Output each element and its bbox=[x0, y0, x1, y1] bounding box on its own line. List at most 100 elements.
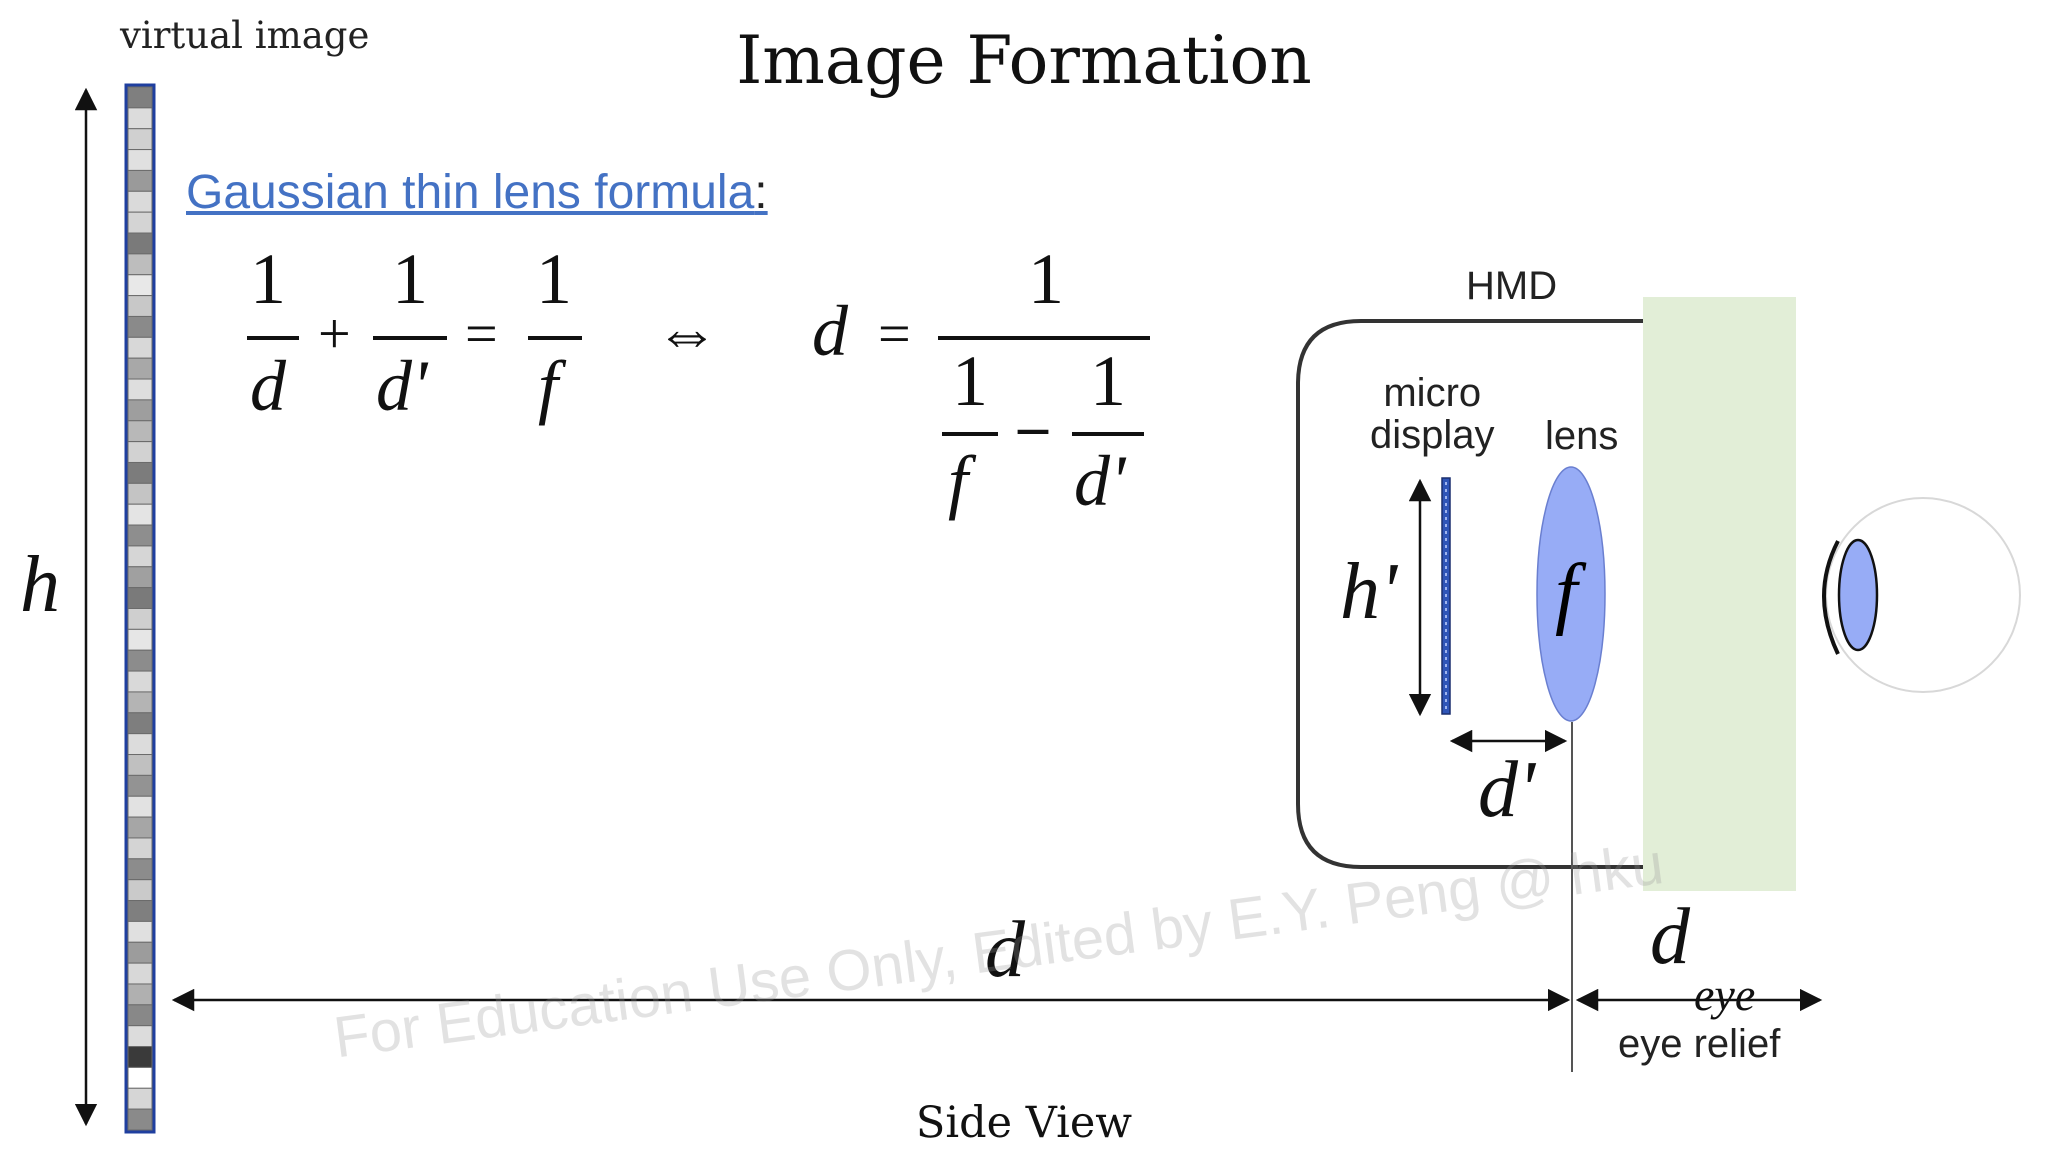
formula-num-1f: 1 bbox=[1090, 341, 1126, 421]
formula-num-1d: 1 bbox=[1028, 239, 1064, 319]
formula-equals-2: = bbox=[878, 301, 911, 366]
virtual-image-pixel bbox=[127, 86, 153, 109]
virtual-image-pixel bbox=[127, 357, 153, 380]
virtual-image-pixel bbox=[127, 169, 153, 192]
virtual-image-pixel bbox=[127, 545, 153, 568]
virtual-image-pixel bbox=[127, 941, 153, 964]
virtual-image-pixel bbox=[127, 149, 153, 171]
virtual-image-pixel bbox=[127, 649, 153, 672]
virtual-image-pixel bbox=[127, 295, 153, 317]
formula-den-d: d bbox=[250, 346, 286, 426]
formula-den-f-2: f bbox=[948, 441, 969, 521]
hmd-housing bbox=[1296, 319, 1643, 869]
formula-plus: + bbox=[318, 301, 351, 366]
virtual-image-pixel-column bbox=[124, 83, 156, 1134]
virtual-image-pixel bbox=[127, 566, 153, 589]
variable-d-eye-subscript: eye bbox=[1694, 969, 1756, 1020]
virtual-image-pixel bbox=[127, 128, 153, 151]
virtual-image-pixel bbox=[127, 441, 153, 463]
fraction-bar bbox=[942, 432, 998, 436]
virtual-image-pixel bbox=[127, 190, 153, 213]
formula-num-1e: 1 bbox=[952, 341, 988, 421]
virtual-image-pixel bbox=[127, 712, 153, 735]
variable-d-prime: d' bbox=[1478, 746, 1536, 834]
variable-d-eye-base: d bbox=[1650, 893, 1690, 981]
micro-display-label-line2: display bbox=[1370, 413, 1495, 457]
virtual-image-pixel bbox=[127, 795, 153, 818]
virtual-image-pixel bbox=[127, 983, 153, 1006]
formula-equals: = bbox=[465, 301, 498, 366]
virtual-image-pixel bbox=[127, 399, 153, 422]
virtual-image-pixel bbox=[127, 107, 153, 130]
variable-h: h bbox=[20, 541, 60, 629]
virtual-image-pixel bbox=[127, 837, 153, 860]
cornea bbox=[1822, 540, 1840, 655]
formula-heading-link[interactable]: Gaussian thin lens formula bbox=[186, 166, 755, 219]
formula-d: d bbox=[812, 291, 848, 371]
virtual-image-pixel bbox=[127, 1025, 153, 1048]
virtual-image-pixel bbox=[127, 962, 153, 985]
virtual-image-pixel bbox=[127, 628, 153, 651]
virtual-image-pixel bbox=[127, 461, 153, 484]
pixel-column-frame bbox=[124, 83, 156, 1134]
virtual-image-pixel bbox=[127, 1046, 153, 1068]
fraction-bar bbox=[373, 336, 447, 340]
formula-num-1b: 1 bbox=[392, 239, 428, 319]
formula-heading-colon: : bbox=[754, 166, 768, 219]
formula-num-1a: 1 bbox=[250, 239, 286, 319]
side-view-caption: Side View bbox=[915, 1098, 1133, 1148]
virtual-image-label: virtual image bbox=[120, 14, 370, 57]
virtual-image-pixel bbox=[127, 315, 153, 338]
variable-d-eye: deye bbox=[1650, 892, 1755, 1020]
virtual-image-pixel bbox=[127, 253, 153, 276]
formula-den-dprime: d' bbox=[376, 346, 428, 426]
virtual-image-pixel bbox=[127, 920, 153, 943]
formula-den-f: f bbox=[538, 346, 559, 426]
virtual-image-pixel bbox=[127, 879, 153, 902]
virtual-image-pixel bbox=[127, 733, 153, 756]
formula-minus: – bbox=[1018, 393, 1048, 459]
virtual-image-pixel bbox=[127, 524, 153, 547]
variable-d: d bbox=[985, 906, 1025, 994]
virtual-image-pixel bbox=[127, 587, 153, 610]
fraction-bar bbox=[1072, 432, 1144, 436]
eye-relief-zone bbox=[1643, 297, 1796, 891]
virtual-image-pixel bbox=[127, 378, 153, 401]
virtual-image-pixel bbox=[127, 670, 153, 693]
lens-label: lens bbox=[1545, 414, 1619, 458]
virtual-image-pixel bbox=[127, 232, 153, 255]
virtual-image-pixel bbox=[127, 420, 153, 443]
formula-den-dprime-2: d' bbox=[1074, 441, 1126, 521]
fraction-bar bbox=[247, 336, 299, 340]
formula-heading: Gaussian thin lens formula: bbox=[186, 165, 768, 220]
lens-shape bbox=[1536, 466, 1606, 722]
eye-relief-label: eye relief bbox=[1618, 1022, 1781, 1066]
virtual-image-pixel bbox=[127, 482, 153, 505]
formula-num-1c: 1 bbox=[536, 239, 572, 319]
hmd-label: HMD bbox=[1466, 264, 1558, 308]
virtual-image-pixel bbox=[127, 858, 153, 881]
virtual-image-pixel bbox=[127, 503, 153, 526]
page-title: Image Formation bbox=[736, 22, 1312, 99]
virtual-image-pixel bbox=[127, 1004, 153, 1027]
fraction-bar-main bbox=[938, 336, 1150, 340]
equivalence-symbol: ⇔ bbox=[655, 297, 719, 368]
virtual-image-pixel bbox=[127, 900, 153, 922]
virtual-image-pixel bbox=[127, 1108, 153, 1131]
virtual-image-pixel bbox=[127, 691, 153, 714]
variable-h-prime: h' bbox=[1340, 548, 1398, 636]
virtual-image-pixel bbox=[127, 274, 153, 297]
virtual-image-pixel bbox=[127, 336, 153, 359]
eye-lens-icon bbox=[1837, 538, 1879, 652]
virtual-image-pixel bbox=[127, 1066, 153, 1089]
virtual-image-pixel bbox=[127, 774, 153, 797]
micro-display-label-line1: micro bbox=[1383, 371, 1482, 415]
virtual-image-pixel bbox=[127, 211, 153, 234]
variable-f-lens: f bbox=[1555, 549, 1578, 637]
fraction-bar bbox=[528, 336, 582, 340]
virtual-image-pixel bbox=[127, 608, 153, 630]
virtual-image-pixel bbox=[127, 816, 153, 839]
virtual-image-pixel bbox=[127, 754, 153, 776]
